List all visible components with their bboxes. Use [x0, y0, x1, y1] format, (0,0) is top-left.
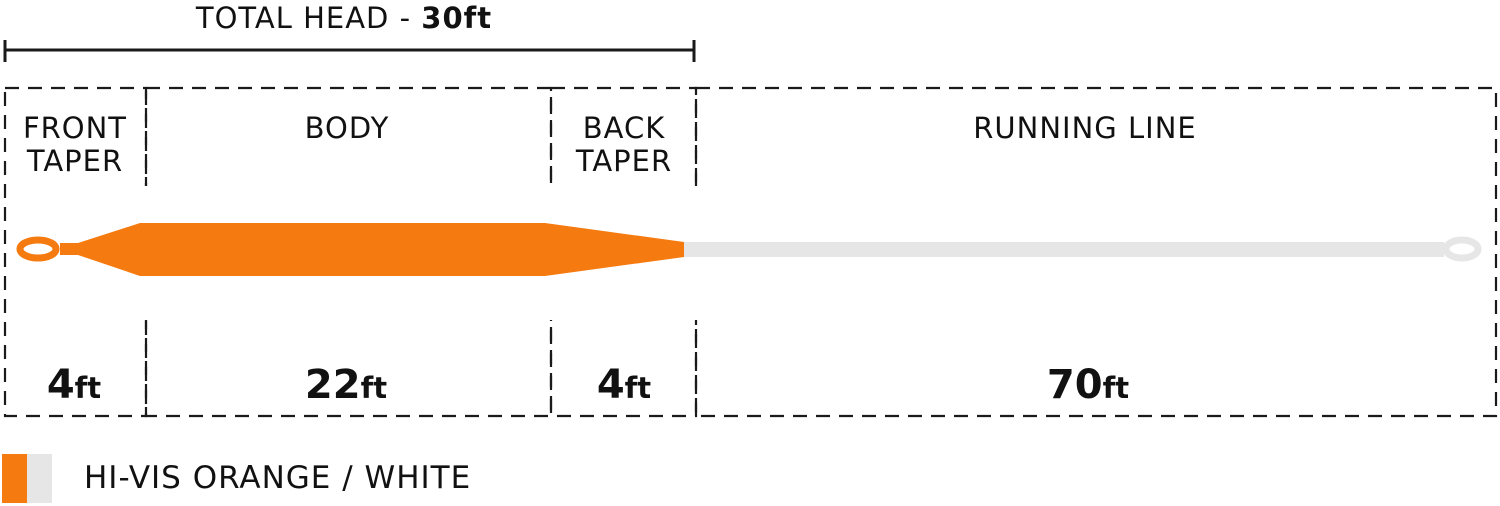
- back-taper-label-line1: BACK: [583, 111, 666, 145]
- color-legend: HI-VIS ORANGE / WHITE: [2, 454, 471, 503]
- body-length: 22ft: [305, 362, 387, 408]
- running-line-length: 70ft: [1047, 362, 1129, 408]
- front-taper-length: 4ft: [47, 362, 101, 408]
- section-labels: FRONT TAPER BODY BACK TAPER RUNNING LINE: [23, 111, 1196, 178]
- running-line-box: [694, 86, 1498, 418]
- legend-swatch-orange: [2, 454, 27, 503]
- rear-loop: [1442, 236, 1482, 262]
- front-taper-label-line1: FRONT: [23, 111, 127, 145]
- running-line-segment: [684, 242, 1444, 257]
- legend-label: HI-VIS ORANGE / WHITE: [84, 460, 471, 496]
- fly-line-illustration: [16, 223, 1482, 276]
- section-lengths: 4ft 22ft 4ft 70ft: [47, 362, 1129, 408]
- running-line-label: RUNNING LINE: [973, 111, 1196, 145]
- legend-swatch-white: [27, 454, 52, 503]
- total-head-dimension: TOTAL HEAD - 30ft: [3, 1, 696, 62]
- head-segment: [60, 223, 684, 276]
- back-taper-length: 4ft: [597, 362, 651, 408]
- total-head-label: TOTAL HEAD - 30ft: [195, 1, 492, 35]
- front-loop: [16, 236, 60, 262]
- front-taper-label-line2: TAPER: [26, 144, 123, 178]
- back-taper-label-line2: TAPER: [575, 144, 672, 178]
- body-label: BODY: [305, 111, 390, 145]
